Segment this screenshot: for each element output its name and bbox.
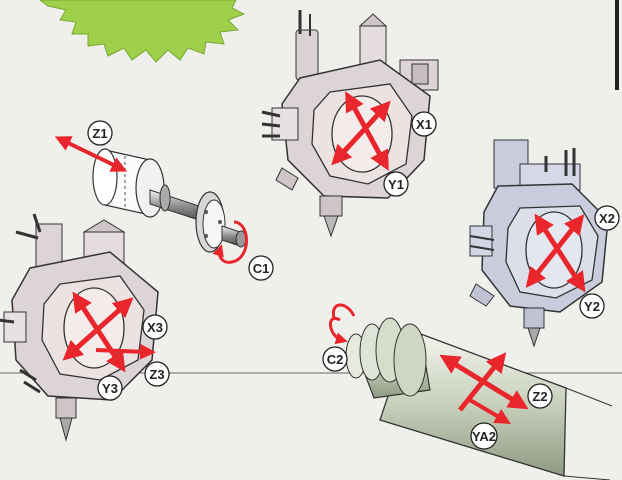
svg-text:C2: C2 xyxy=(327,352,344,367)
label-y3: Y3 xyxy=(98,376,122,400)
label-c2: C2 xyxy=(323,347,347,371)
svg-text:X2: X2 xyxy=(599,211,615,226)
turret-x3-y3-z3 xyxy=(0,214,158,440)
label-z1: Z1 xyxy=(88,121,112,145)
svg-text:C1: C1 xyxy=(253,261,270,276)
spindle-c2-z2-ya2 xyxy=(330,305,612,480)
svg-text:Y3: Y3 xyxy=(102,381,118,396)
svg-text:X3: X3 xyxy=(147,320,163,335)
label-y2: Y2 xyxy=(580,294,604,318)
label-ya2: YA2 xyxy=(471,423,497,449)
label-x2: X2 xyxy=(595,206,619,230)
label-z2: Z2 xyxy=(528,384,552,408)
label-y1: Y1 xyxy=(384,172,408,196)
label-c1: C1 xyxy=(249,256,273,280)
svg-text:Y1: Y1 xyxy=(388,177,404,192)
svg-text:YA2: YA2 xyxy=(472,429,496,444)
svg-text:Z2: Z2 xyxy=(532,389,547,404)
label-x3: X3 xyxy=(143,315,167,339)
label-z3: Z3 xyxy=(145,362,169,386)
svg-text:Y2: Y2 xyxy=(584,299,600,314)
svg-text:Z1: Z1 xyxy=(92,126,107,141)
svg-text:X1: X1 xyxy=(416,117,432,132)
label-x1: X1 xyxy=(412,112,436,136)
svg-text:Z3: Z3 xyxy=(149,367,164,382)
starburst-badge xyxy=(40,0,244,62)
